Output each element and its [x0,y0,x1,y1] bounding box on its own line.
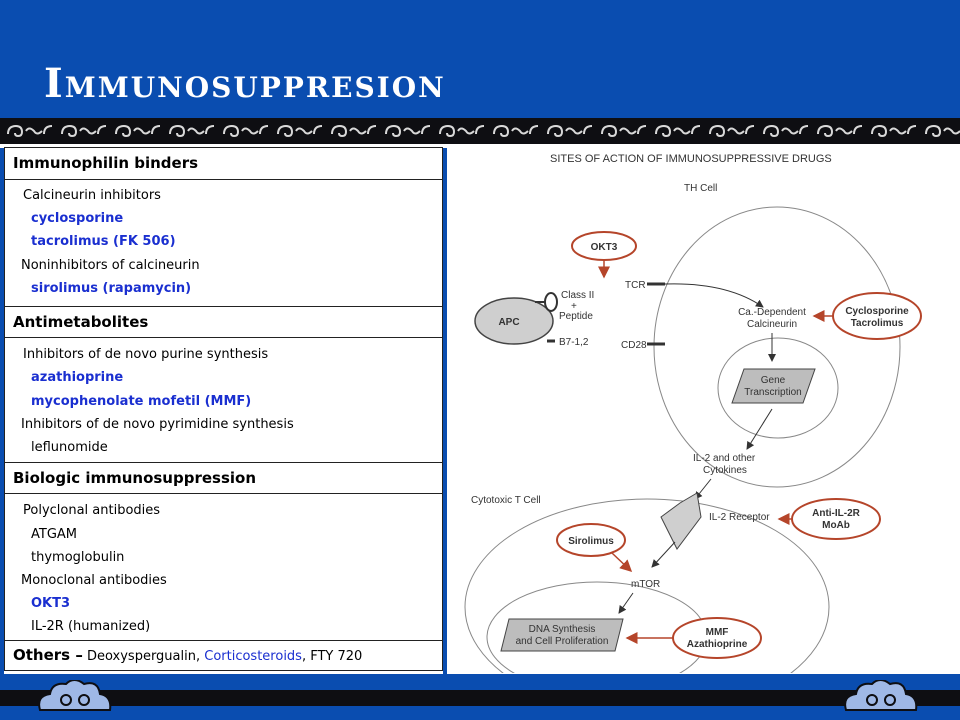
gene-arrow [746,408,773,450]
gene-label-b: Transcription [744,387,801,398]
row-divider [5,640,442,641]
calcineurin-label-a: Ca.-Dependent [738,307,806,318]
mmf-text: MMF [706,627,729,638]
cytotoxic-label: Cytotoxic T Cell [471,495,541,506]
tcr-label: TCR [625,280,646,291]
dna-label-b: and Cell Proliferation [516,636,609,647]
th-cell-outline [653,206,901,488]
item-leflunomide: leflunomide [31,440,108,455]
section-heading-immunophilin: Immunophilin binders [5,148,442,180]
others-item-fty720: , FTY 720 [301,649,363,664]
dna-label-a: DNA Synthesis [529,624,596,635]
sirolimus-bubble [556,523,626,557]
section-heading-biologic: Biologic immunosuppression [5,462,442,494]
item-purine-inhibitors: Inhibitors of de novo purine synthesis [23,347,269,362]
sirolimus-arrow [611,552,633,573]
dna-synthesis-box [500,618,624,652]
th-cell-label: TH Cell [684,183,717,194]
okt3-text: OKT3 [591,242,618,253]
footer-stripe [0,690,960,706]
class2-label-c: Peptide [559,311,593,322]
item-mmf: mycophenolate mofetil (MMF) [31,394,252,409]
item-tacrolimus: tacrolimus (FK 506) [31,234,176,249]
class2-label-b: + [571,301,577,312]
tcr-arrow [664,283,764,308]
item-il2r: IL-2R (humanized) [31,619,151,634]
item-okt3: OKT3 [31,596,71,611]
item-atgam: ATGAM [31,527,78,542]
anti-il2r-bubble [791,498,881,540]
section-heading-antimetabolites: Antimetabolites [5,306,442,338]
mmf-bubble [672,617,762,659]
b7-label: B7-1,2 [559,337,589,348]
mtor-arrow [618,592,634,614]
drug-sites-diagram: SITES OF ACTION OF IMMUNOSUPPRESSIVE DRU… [447,147,960,716]
item-sirolimus: sirolimus (rapamycin) [31,281,192,296]
item-monoclonal: Monoclonal antibodies [21,573,167,588]
header-bar [0,0,960,118]
item-calcineurin-inhibitors: Calcineurin inhibitors [23,188,161,203]
azathioprine-text: Azathioprine [687,639,748,650]
sirolimus-text: Sirolimus [568,536,614,547]
others-row: Others – Deoxyspergualin, Corticosteroid… [13,646,362,664]
others-item-corticosteroids: Corticosteroids [204,649,302,664]
item-thymoglobulin: thymoglobulin [31,550,125,565]
tacrolimus-text: Tacrolimus [851,318,904,329]
item-azathioprine: azathioprine [31,370,124,385]
item-pyrimidine-inhibitors: Inhibitors of de novo pyrimidine synthes… [21,417,294,432]
item-polyclonal: Polyclonal antibodies [23,503,161,518]
others-label: Others – [13,646,83,664]
cloud-ornament-left-icon [38,680,112,711]
moab-text: MoAb [822,520,850,531]
il2r-label: IL-2 Receptor [709,512,770,523]
mtor-label: mTOR [631,579,660,590]
gene-label-a: Gene [761,375,786,386]
class2-label-a: Class II [561,290,594,301]
decorative-border [0,118,960,144]
item-cyclosporine: cyclosporine [31,211,124,226]
nucleus-outline [717,337,839,439]
anti-il2r-text: Anti-IL-2R [812,508,861,519]
drug-table: Immunophilin binders Calcineurin inhibit… [4,147,443,671]
diagram-title: SITES OF ACTION OF IMMUNOSUPPRESSIVE DRU… [550,153,832,165]
cloud-ornament-right-icon [844,680,918,711]
frame-left [0,148,4,674]
il2-label-a: IL-2 and other [693,453,756,464]
divider [0,144,960,148]
others-item-deoxyspergualin: Deoxyspergualin, [86,649,201,664]
apc-label: APC [498,317,519,328]
wave-pattern-icon [0,118,960,144]
apc-cell [474,297,554,345]
il2-label-b: Cytokines [703,465,747,476]
calcineurin-label-b: Calcineurin [747,319,797,330]
frame-middle [443,148,447,674]
item-noninhibitors: Noninhibitors of calcineurin [21,258,200,273]
slide-title: Immunosuppresion [44,60,446,107]
gene-transcription-box [731,368,816,404]
diagram-panel: SITES OF ACTION OF IMMUNOSUPPRESSIVE DRU… [447,147,960,716]
cyclosporine-text: Cyclosporine [845,306,909,317]
receptor-arrow [651,541,676,568]
cd28-label: CD28 [621,340,647,351]
il2-receptor-shape [660,492,702,550]
